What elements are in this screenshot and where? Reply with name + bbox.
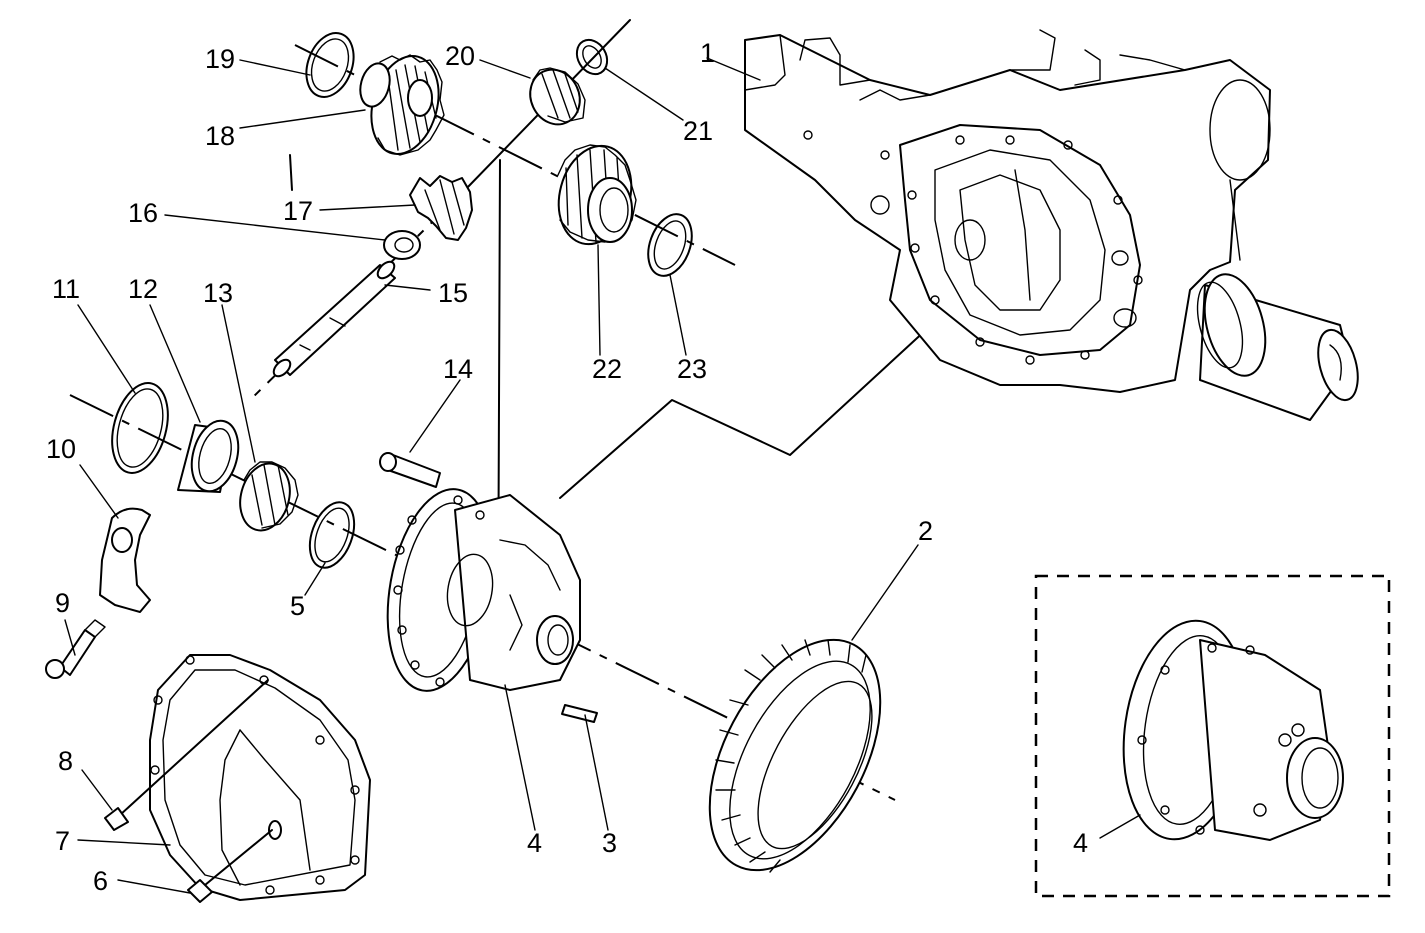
leader-lines — [64, 57, 1141, 894]
axle-housing — [744, 29, 1359, 421]
cover — [104, 654, 371, 903]
label-23: 23 — [677, 354, 707, 384]
label-6: 6 — [93, 866, 108, 896]
label-8: 8 — [58, 746, 73, 776]
label-15: 15 — [438, 278, 468, 308]
label-16: 16 — [128, 198, 158, 228]
label-14: 14 — [443, 354, 473, 384]
inset-box — [1034, 574, 1391, 898]
label-9: 9 — [55, 588, 70, 618]
label-3: 3 — [602, 828, 617, 858]
label-17: 17 — [283, 196, 313, 226]
label-1: 1 — [700, 38, 715, 68]
label-22: 22 — [592, 354, 622, 384]
label-21: 21 — [683, 116, 713, 146]
label-7: 7 — [55, 826, 70, 856]
label-5: 5 — [290, 591, 305, 621]
label-4: 4 — [527, 828, 542, 858]
label-19: 19 — [205, 44, 235, 74]
label-12: 12 — [128, 274, 158, 304]
label-2: 2 — [918, 516, 933, 546]
ring-gear — [561, 638, 882, 873]
label-10: 10 — [46, 434, 76, 464]
label-20: 20 — [445, 41, 475, 71]
label-13: 13 — [203, 278, 233, 308]
label-11: 11 — [52, 274, 80, 304]
label-4-inset: 4 — [1073, 828, 1088, 858]
label-18: 18 — [205, 121, 235, 151]
left-parts — [45, 382, 441, 679]
differential-case — [386, 488, 581, 692]
callout-labels: 1 2 3 4 5 6 7 8 9 10 11 12 13 14 15 16 1… — [46, 38, 1088, 896]
upper-gear-set — [272, 32, 693, 378]
